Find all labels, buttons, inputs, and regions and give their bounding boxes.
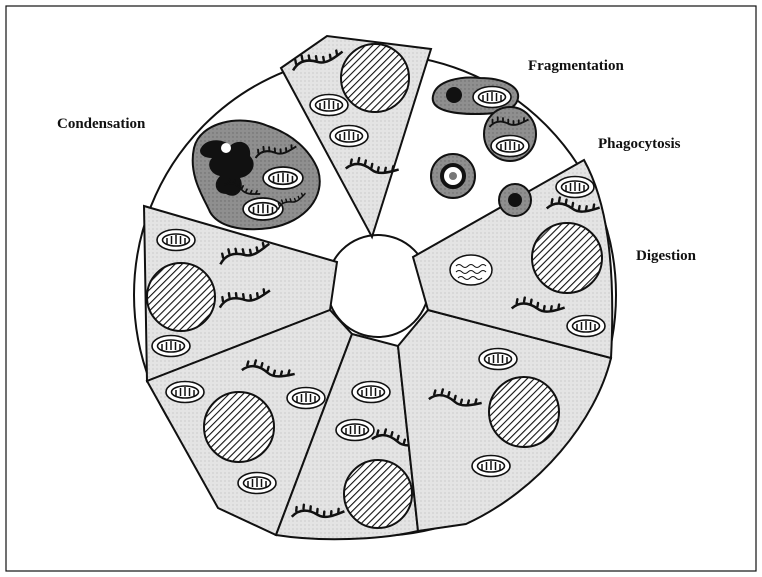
label-phagocytosis: Phagocytosis [598,136,681,153]
label-condensation: Condensation [57,116,145,133]
label-digestion: Digestion [636,248,696,265]
label-fragmentation: Fragmentation [528,58,624,75]
lumen [327,235,429,337]
